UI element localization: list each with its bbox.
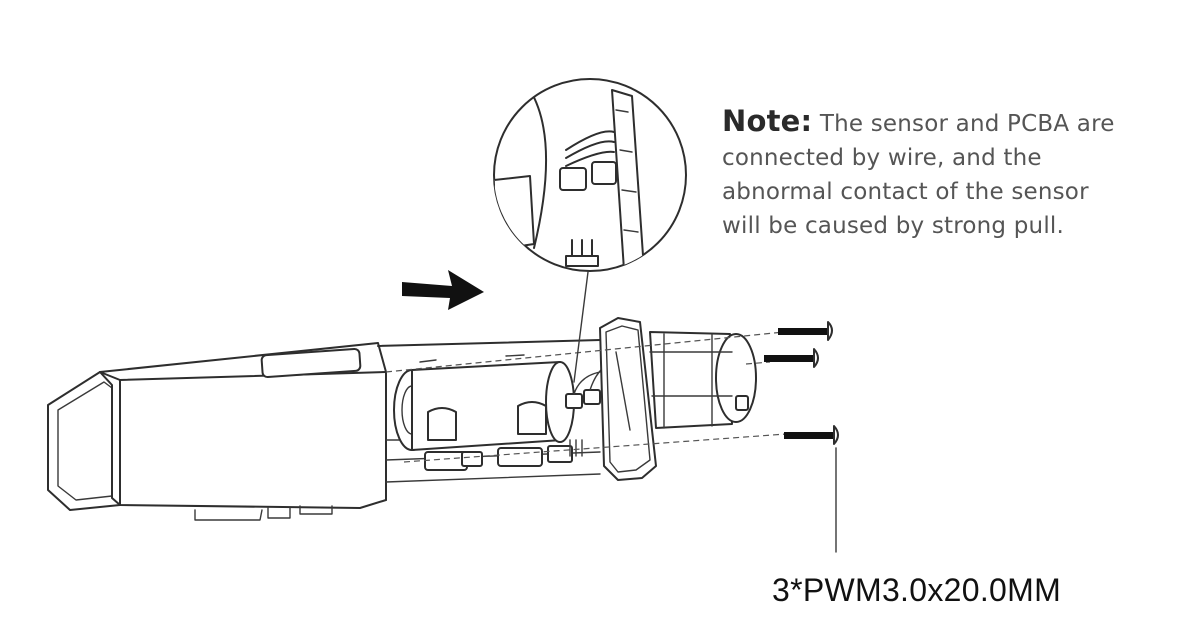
note-body: The sensor and PCBA are connected by wir… xyxy=(722,111,1115,239)
device-housing xyxy=(47,342,387,521)
direction-arrow-icon xyxy=(402,270,484,310)
detail-magnifier xyxy=(493,78,687,383)
pcba-assembly xyxy=(377,339,607,501)
note-text-block: Note: The sensor and PCBA are connected … xyxy=(722,104,1122,243)
screw-spec-label: 3*PWM3.0x20.0MM xyxy=(772,572,1062,608)
note-label: Note: xyxy=(722,104,813,138)
alignment-guides xyxy=(385,331,787,463)
screw-icon xyxy=(764,321,839,445)
sensor-end-cap xyxy=(599,317,757,481)
